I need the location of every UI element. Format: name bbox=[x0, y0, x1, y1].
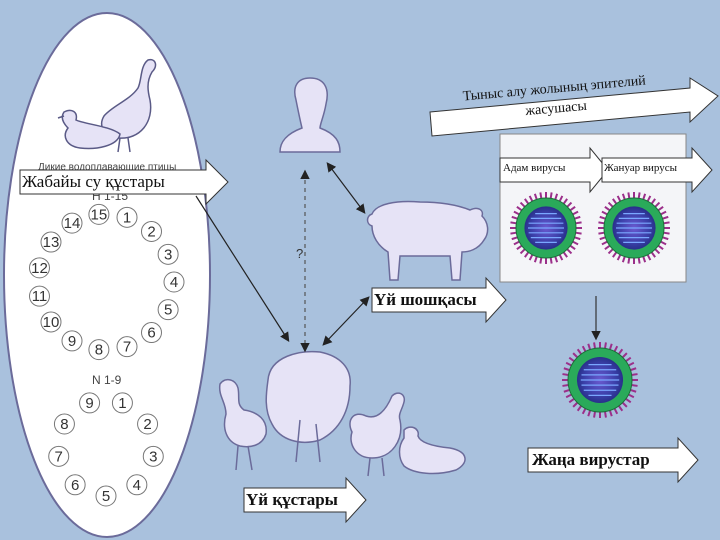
virus-spike bbox=[639, 192, 640, 198]
virus-spike bbox=[626, 358, 631, 362]
human-virus-particle bbox=[510, 192, 582, 264]
virus-spike bbox=[632, 385, 638, 386]
virus-spike bbox=[598, 222, 604, 223]
h-subtype-number: 9 bbox=[68, 333, 76, 350]
virus-spike bbox=[551, 258, 552, 264]
virus-spike bbox=[569, 399, 574, 403]
pig-label: Үй шошқасы bbox=[374, 290, 477, 310]
virus-spike bbox=[588, 344, 590, 350]
virus-spike bbox=[564, 368, 570, 370]
human-head-icon bbox=[280, 78, 340, 152]
h-subtype-number: 6 bbox=[147, 325, 155, 342]
h-subtype-number: 11 bbox=[32, 288, 48, 305]
virus-spike bbox=[664, 222, 670, 223]
h-subtype-number: 5 bbox=[164, 302, 172, 319]
h-subtype-number: 15 bbox=[91, 206, 108, 223]
animal-virus-label: Жануар вирусы bbox=[604, 162, 677, 174]
virus-spike bbox=[573, 353, 577, 357]
virus-spike bbox=[629, 363, 634, 366]
virus-spike bbox=[578, 406, 582, 411]
n-subtype-number: 2 bbox=[143, 416, 151, 433]
h-subtype-number: 8 bbox=[95, 342, 103, 359]
human-virus-label: Адам вирусы bbox=[503, 162, 565, 174]
new-viruses-label: Жаңа вирустар bbox=[532, 450, 650, 470]
h-subtype-number: 13 bbox=[43, 234, 60, 251]
virus-spike bbox=[576, 222, 582, 223]
virus-spike bbox=[628, 258, 629, 264]
h-subtype-number: 1 bbox=[123, 209, 131, 226]
virus-spike bbox=[623, 403, 627, 407]
poultry-label: Үй құстары bbox=[246, 490, 338, 510]
virus-spike bbox=[566, 395, 571, 398]
virus-spike bbox=[583, 409, 586, 414]
virus-spike bbox=[594, 412, 595, 418]
virus-spike bbox=[510, 233, 516, 234]
virus-spike bbox=[605, 342, 606, 348]
virus-spike bbox=[562, 385, 568, 386]
question-mark: ? bbox=[296, 246, 303, 261]
poultry-icons bbox=[220, 352, 465, 476]
h-subtype-number: 2 bbox=[147, 223, 155, 240]
arrow-human-pig bbox=[328, 164, 364, 212]
arrow-pig-poultry bbox=[324, 298, 368, 344]
n-label: N 1-9 bbox=[92, 373, 122, 387]
virus-spike bbox=[632, 374, 638, 375]
virus-spike bbox=[629, 395, 634, 398]
h-subtype-number: 3 bbox=[164, 246, 172, 263]
virus-spike bbox=[628, 192, 629, 198]
animal-virus-particle bbox=[598, 192, 670, 264]
n-subtype-number: 3 bbox=[149, 448, 157, 465]
virus-spike bbox=[610, 344, 612, 350]
n-subtype-number: 6 bbox=[71, 477, 79, 494]
n-subtype-number: 7 bbox=[55, 448, 63, 465]
virus-spike bbox=[605, 412, 606, 418]
n-subtype-number: 5 bbox=[102, 488, 110, 505]
virus-spike bbox=[598, 233, 604, 234]
virus-spike bbox=[639, 258, 640, 264]
new-virus-particle bbox=[562, 342, 638, 418]
virus-spike bbox=[626, 399, 631, 403]
virus-spike bbox=[576, 233, 582, 234]
virus-spike bbox=[630, 368, 636, 370]
virus-spike bbox=[540, 258, 541, 264]
virus-spike bbox=[610, 410, 612, 416]
h-subtype-number: 12 bbox=[31, 260, 48, 277]
wild-birds-oval: Дикие водоплавающие птицы H 1-15 1234567… bbox=[4, 13, 210, 537]
virus-spike bbox=[562, 374, 568, 375]
virus-spike bbox=[630, 390, 636, 392]
n-subtype-number: 9 bbox=[85, 395, 93, 412]
virus-spike bbox=[615, 409, 618, 414]
h-subtype-number: 7 bbox=[123, 339, 131, 356]
virus-spike bbox=[540, 192, 541, 198]
virus-spike bbox=[578, 349, 582, 354]
wild-birds-label: Жабайы су құстары bbox=[22, 172, 165, 192]
virus-spike bbox=[564, 390, 570, 392]
virus-spike bbox=[619, 406, 623, 411]
virus-spike bbox=[619, 349, 623, 354]
h-subtype-number: 4 bbox=[170, 274, 178, 291]
virus-spike bbox=[510, 222, 516, 223]
n-subtype-number: 1 bbox=[118, 395, 126, 412]
n-subtype-number: 8 bbox=[60, 416, 68, 433]
virus-spike bbox=[551, 192, 552, 198]
pig-icon bbox=[368, 202, 488, 281]
virus-spike bbox=[583, 346, 586, 351]
h-subtype-number: 14 bbox=[64, 215, 81, 232]
virus-spike bbox=[594, 342, 595, 348]
virus-spike bbox=[573, 403, 577, 407]
h-subtype-number: 10 bbox=[43, 314, 60, 331]
virus-spike bbox=[623, 353, 627, 357]
virus-spike bbox=[566, 363, 571, 366]
virus-spike bbox=[569, 358, 574, 362]
n-subtype-number: 4 bbox=[133, 477, 141, 494]
virus-spike bbox=[664, 233, 670, 234]
virus-spike bbox=[615, 346, 618, 351]
virus-spike bbox=[588, 410, 590, 416]
